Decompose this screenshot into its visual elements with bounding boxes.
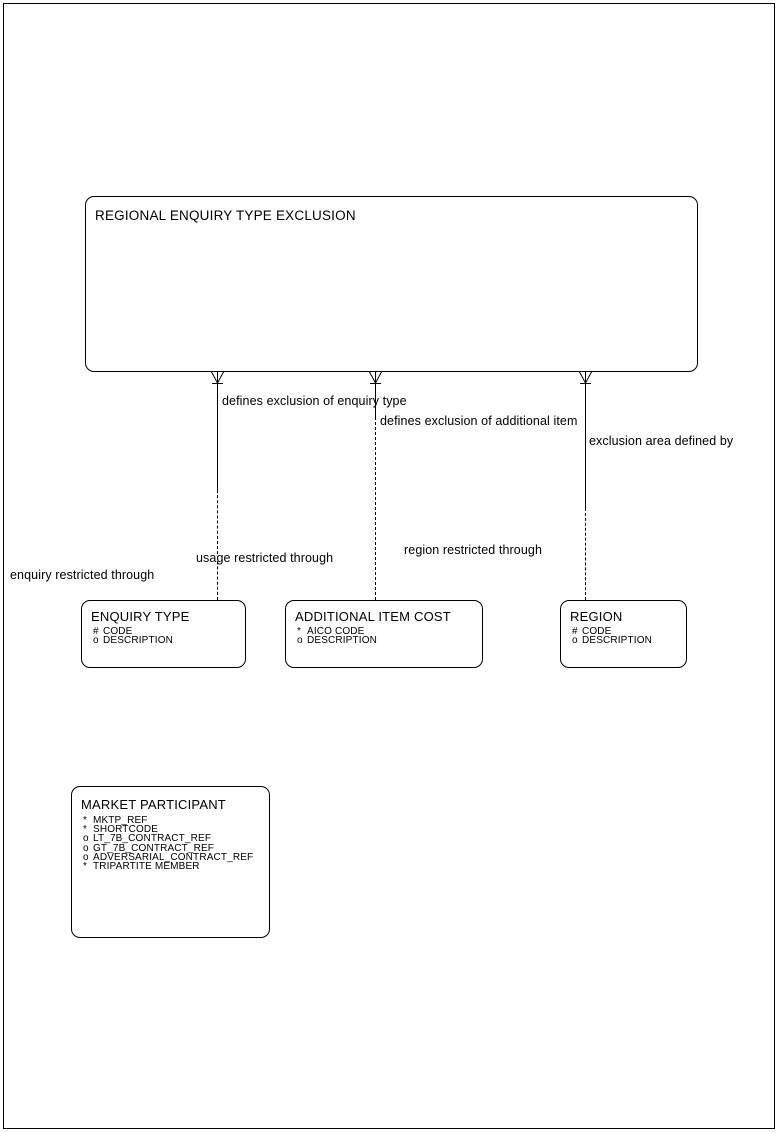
attribute-marker: # <box>572 626 578 637</box>
attribute-marker: * <box>83 861 88 873</box>
entity-regional-enquiry-type-exclusion[interactable]: REGIONAL ENQUIRY TYPE EXCLUSION <box>85 196 698 372</box>
relationship-label-region-restricted-through: region restricted through <box>404 543 542 557</box>
relationship-line-additional-item-dashed <box>375 417 376 600</box>
attribute-name: DESCRIPTION <box>307 635 377 647</box>
entity-title: REGION <box>570 609 623 624</box>
entity-title: ENQUIRY TYPE <box>91 609 190 624</box>
entity-attribute: o DESCRIPTION <box>93 635 173 647</box>
entity-attribute: * TRIPARTITE MEMBER <box>83 861 253 873</box>
attribute-name: ADVERSARIAL_CONTRACT_REF <box>93 851 254 863</box>
crowsfoot-icon-region <box>578 371 593 384</box>
entity-attribute: # CODE <box>93 626 173 637</box>
attribute-marker: # <box>93 626 99 637</box>
entity-attribute: * MKTP_REF <box>83 815 253 826</box>
attribute-marker: o <box>83 842 89 854</box>
entity-enquiry-type[interactable]: ENQUIRY TYPE # CODE o DESCRIPTION <box>81 600 246 668</box>
entity-title: REGIONAL ENQUIRY TYPE EXCLUSION <box>95 208 356 223</box>
attribute-marker: o <box>83 851 89 863</box>
entity-region[interactable]: REGION # CODE o DESCRIPTION <box>560 600 687 668</box>
relationship-label-enquiry-restricted-through: enquiry restricted through <box>10 568 155 582</box>
attribute-name: TRIPARTITE MEMBER <box>93 861 200 873</box>
attribute-marker: o <box>297 635 303 647</box>
relationship-line-region-solid <box>585 383 586 508</box>
attribute-name: MKTP_REF <box>93 815 148 826</box>
relationship-line-enquiry-dashed <box>217 490 218 600</box>
relationship-line-region-dashed <box>585 508 586 600</box>
relationship-line-additional-item-solid <box>375 383 376 417</box>
attribute-marker: * <box>83 824 88 836</box>
attribute-name: AICO CODE <box>307 626 365 637</box>
entity-additional-item-cost[interactable]: ADDITIONAL ITEM COST * AICO CODE o DESCRIPT… <box>285 600 483 668</box>
crowsfoot-icon-enquiry <box>210 371 225 384</box>
attribute-name: GT_7B_CONTRACT_REF <box>93 842 215 854</box>
page-border <box>3 3 775 1129</box>
relationship-label-defines-exclusion-of-additional-item: defines exclusion of additional item <box>380 414 578 428</box>
entity-attribute: # CODE <box>572 626 652 637</box>
entity-attribute: o GT_7B_CONTRACT_REF <box>83 842 253 854</box>
entity-title: ADDITIONAL ITEM COST <box>295 609 451 624</box>
attribute-name: DESCRIPTION <box>103 635 173 647</box>
attribute-list: # CODE o DESCRIPTION <box>572 626 652 647</box>
attribute-marker: o <box>572 635 578 647</box>
attribute-list: * AICO CODE o DESCRIPTION <box>297 626 377 647</box>
attribute-name: SHORTCODE <box>93 824 159 836</box>
attribute-name: DESCRIPTION <box>582 635 652 647</box>
crowsfoot-icon-additional-item <box>368 371 383 384</box>
attribute-marker: * <box>297 626 302 637</box>
entity-attribute: o DESCRIPTION <box>297 635 377 647</box>
relationship-label-usage-restricted-through: usage restricted through <box>196 551 334 565</box>
attribute-marker: o <box>83 833 89 845</box>
entity-attribute: * AICO CODE <box>297 626 377 637</box>
attribute-name: CODE <box>103 626 133 637</box>
relationship-label-exclusion-area-defined-by: exclusion area defined by <box>589 434 734 448</box>
attribute-list: # CODE o DESCRIPTION <box>93 626 173 647</box>
attribute-marker: o <box>93 635 99 647</box>
entity-attribute: o ADVERSARIAL_CONTRACT_REF <box>83 851 254 863</box>
attribute-name: CODE <box>582 626 612 637</box>
entity-title: MARKET PARTICIPANT <box>81 797 226 812</box>
attribute-name: LT_7B_CONTRACT_REF <box>93 833 212 845</box>
entity-attribute: * SHORTCODE <box>83 824 253 836</box>
attribute-marker: * <box>83 815 88 826</box>
entity-attribute: o DESCRIPTION <box>572 635 652 647</box>
entity-attribute: o LT_7B_CONTRACT_REF <box>83 833 253 845</box>
relationship-label-defines-exclusion-of-enquiry-type: defines exclusion of enquiry type <box>222 394 407 408</box>
relationship-line-enquiry-solid <box>217 383 218 490</box>
